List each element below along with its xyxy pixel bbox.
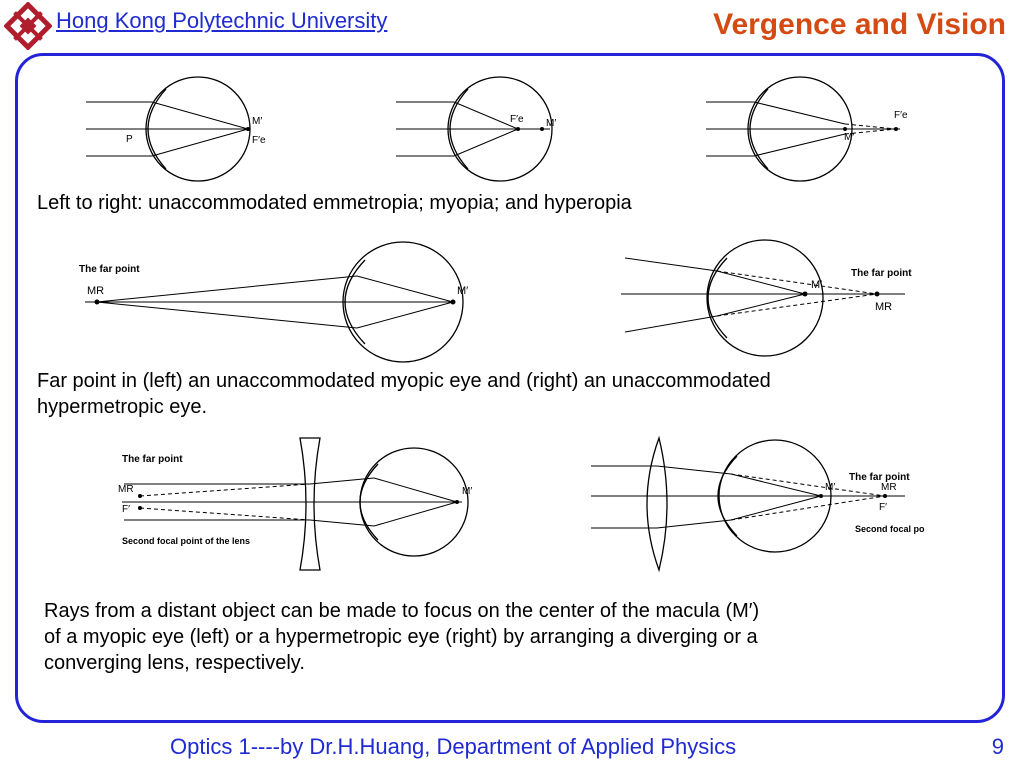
emmetropia-diagram: M′ F′e P <box>86 76 266 182</box>
caption-row3-line3: converging lens, respectively. <box>44 652 305 674</box>
myopia-correction-diagram: The far point MR F′ M′ Second focal poin… <box>118 437 472 571</box>
caption-row2-line1: Far point in (left) an unaccommodated my… <box>37 370 771 392</box>
myopia-diagram: F′e M′ <box>396 76 556 182</box>
f-prime-label: F′ <box>122 504 130 515</box>
caption-row3-line2: of a myopic eye (left) or a hypermetropi… <box>44 626 758 648</box>
m-prime-label: M′ <box>844 132 854 143</box>
fe-prime-label: F′e <box>510 114 524 125</box>
far-point-label: The far point <box>122 454 183 465</box>
m-prime-label: M′ <box>252 116 262 127</box>
m-prime-label: M′ <box>546 118 556 129</box>
content-frame <box>15 53 1005 723</box>
second-focal-label: Second focal point of lens <box>855 524 925 534</box>
university-logo <box>4 2 52 50</box>
caption-row2: Far point in (left) an unaccommodated my… <box>37 368 771 420</box>
fe-prime-label: F′e <box>252 135 266 146</box>
myopic-far-point-diagram: The far point MR M′ <box>79 241 468 363</box>
caption-row1: Left to right: unaccommodated emmetropia… <box>37 192 632 214</box>
slide-title: Vergence and Vision <box>713 8 1006 41</box>
footer-text: Optics 1----by Dr.H.Huang, Department of… <box>170 734 737 759</box>
hyperopia-correction-diagram: M′ The far point MR F′ Second focal poin… <box>591 435 925 573</box>
caption-row3-line1: Rays from a distant object can be made t… <box>44 600 760 622</box>
m-prime-label: M′ <box>825 482 835 493</box>
mr-label: MR <box>881 482 897 493</box>
fe-prime-label: F′e <box>894 110 908 121</box>
second-focal-label: Second focal point of the lens <box>122 536 250 546</box>
caption-row2-line2: hypermetropic eye. <box>37 396 208 418</box>
p-label: P <box>126 134 133 145</box>
m-prime-label: M′ <box>457 285 468 297</box>
caption-row3: Rays from a distant object can be made t… <box>44 598 759 676</box>
f-prime-label: F′ <box>879 502 887 513</box>
mr-label: MR <box>87 285 104 297</box>
far-point-label: The far point <box>851 268 912 279</box>
far-point-label: The far point <box>79 264 140 275</box>
far-point-label: The far point <box>849 472 910 483</box>
hyperopia-diagram: F′e M′ <box>706 76 908 182</box>
university-link[interactable]: Hong Kong Polytechnic University <box>56 8 388 33</box>
mr-label: MR <box>875 301 892 313</box>
m-prime-label: M′ <box>462 486 472 497</box>
page-number: 9 <box>991 734 1004 759</box>
mr-label: MR <box>118 484 134 495</box>
hypermetropic-far-point-diagram: M′ The far point MR <box>621 239 912 357</box>
m-prime-label: M′ <box>811 279 822 291</box>
